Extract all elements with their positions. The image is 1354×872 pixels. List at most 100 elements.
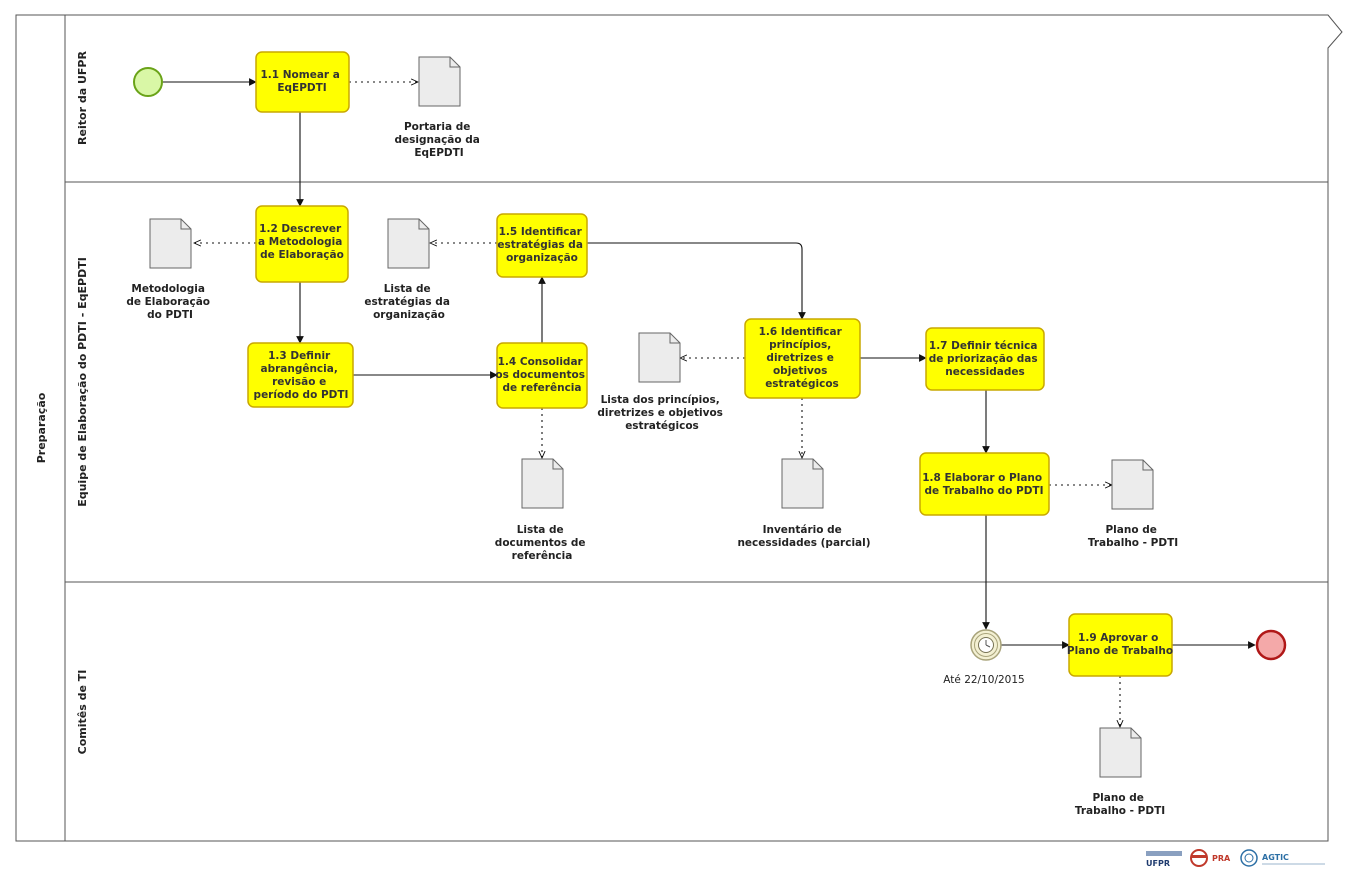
pool-label: Preparação — [35, 392, 48, 463]
document-icon — [418, 56, 461, 107]
task-1-3-line: revisão e — [272, 376, 326, 388]
svg-text:1.2 Descrever a Metodolo: 1.2 Descrever a Metodologia de Elaboraçã… — [258, 223, 346, 261]
svg-text:Inventário de necessidad: Inventário de necessidades (parcial) — [737, 524, 870, 549]
task-1-6-line: objetivos — [773, 365, 827, 377]
lane-label-equipe: Equipe de Elaboração do PDTI - EqEPDTI — [76, 257, 89, 507]
document-icon — [638, 332, 681, 383]
task-1-1-line: 1.1 Nomear a — [261, 69, 340, 81]
document-fold — [1130, 728, 1141, 739]
svg-text:1.7 Definir técnica de p: 1.7 Definir técnica de priorização das n… — [929, 340, 1041, 378]
task-1-9-line: 1.9 Aprovar o — [1078, 632, 1158, 644]
clock-hand-minute — [985, 644, 991, 648]
data-object-referencia[interactable]: Lista de documentos de referência — [495, 458, 589, 562]
start-event[interactable] — [133, 67, 163, 97]
task-1-2-line: a Metodologia — [258, 236, 342, 248]
task-1-1[interactable]: 1.1 Nomear a EqEPDTI — [255, 51, 350, 113]
ufpr-logo-text: UFPR — [1146, 859, 1170, 868]
document-fold — [1142, 460, 1153, 471]
task-1-5-line: estratégias da — [497, 239, 583, 251]
document-icon — [1111, 459, 1154, 510]
task-1-4-line: os documentos — [495, 369, 585, 381]
logo-agtic: AGTIC — [1240, 849, 1325, 867]
document-fold — [812, 459, 823, 470]
task-1-7[interactable]: 1.7 Definir técnica de priorização das n… — [925, 327, 1045, 391]
document-fold — [669, 333, 680, 344]
task-1-1-line: EqEPDTI — [277, 82, 326, 94]
svg-text:1.5 Identificar estratég: 1.5 Identificar estratégias da organizaç… — [497, 226, 586, 264]
data-object-portaria[interactable]: Portaria de designação da EqEPDTI — [395, 56, 484, 159]
task-1-9-line: Plano de Trabalho — [1067, 645, 1173, 657]
doc-principios-line: estratégicos — [625, 420, 699, 432]
task-1-3-line: abrangência, — [260, 363, 337, 375]
timer-event[interactable] — [970, 629, 1002, 661]
data-object-principios[interactable]: Lista dos princípios, diretrizes e objet… — [597, 332, 726, 432]
task-1-9[interactable]: 1.9 Aprovar o Plano de Trabalho — [1067, 613, 1173, 677]
task-1-7-line: de priorização das — [929, 353, 1038, 365]
svg-text:Metodologia de Elaboraçã: Metodologia de Elaboração do PDTI — [126, 283, 213, 321]
document-fold — [180, 219, 191, 230]
doc-plano1-line: Plano de — [1105, 524, 1156, 536]
doc-portaria-line: EqEPDTI — [414, 147, 463, 159]
doc-portaria-line: Portaria de — [404, 121, 470, 133]
agtic-logo-mark — [1240, 849, 1258, 867]
pra-logo-text: PRA — [1212, 854, 1231, 863]
svg-text:Plano de Trabalho - PDTI: Plano de Trabalho - PDTI — [1088, 524, 1178, 549]
svg-text:Portaria de designação d: Portaria de designação da EqEPDTI — [395, 121, 484, 159]
task-1-8[interactable]: 1.8 Elaborar o Plano de Trabalho do PDTI — [919, 452, 1050, 516]
task-1-2-line: 1.2 Descrever — [259, 223, 342, 235]
end-event[interactable] — [1255, 629, 1287, 661]
svg-text:1.9 Aprovar o Plano de T: 1.9 Aprovar o Plano de Trabalho — [1067, 632, 1173, 657]
document-icon — [521, 458, 564, 509]
pra-logo-bar — [1191, 855, 1207, 858]
task-1-8-line: 1.8 Elaborar o Plano — [922, 472, 1042, 484]
doc-metodologia-line: Metodologia — [131, 283, 205, 295]
doc-plano1-line: Trabalho - PDTI — [1088, 537, 1178, 549]
doc-principios-line: diretrizes e objetivos — [597, 407, 723, 419]
doc-metodologia-line: do PDTI — [147, 309, 193, 321]
data-object-inventario[interactable]: Inventário de necessidades (parcial) — [737, 458, 871, 549]
svg-text:1.6 Identificar princípi: 1.6 Identificar princípios, diretrizes e… — [759, 326, 846, 390]
task-1-6-line: princípios, — [769, 339, 831, 351]
document-icon — [149, 218, 192, 269]
document-fold — [552, 459, 563, 470]
task-1-5[interactable]: 1.5 Identificar estratégias da organizaç… — [496, 213, 588, 278]
data-object-plano-trabalho-1[interactable]: Plano de Trabalho - PDTI — [1088, 459, 1178, 549]
svg-text:1.4 Consolidar os docume: 1.4 Consolidar os documentos de referênc… — [495, 356, 588, 394]
task-1-2-line: de Elaboração — [260, 249, 344, 261]
doc-inventario-line: necessidades (parcial) — [737, 537, 870, 549]
document-icon — [387, 218, 430, 269]
task-1-3-line: 1.3 Definir — [268, 350, 331, 362]
svg-text:Lista dos princípios, di: Lista dos princípios, diretrizes e objet… — [597, 394, 726, 432]
task-1-3[interactable]: 1.3 Definir abrangência, revisão e perío… — [247, 342, 354, 408]
data-object-metodologia[interactable]: Metodologia de Elaboração do PDTI — [126, 218, 213, 321]
doc-plano2-line: Trabalho - PDTI — [1075, 805, 1165, 817]
doc-estrategias-line: estratégias da — [364, 296, 450, 308]
doc-referencia-line: Lista de — [517, 524, 564, 536]
logo-pra: PRA — [1190, 849, 1231, 867]
task-1-6-line: 1.6 Identificar — [759, 326, 843, 338]
data-object-estrategias[interactable]: Lista de estratégias da organização — [364, 218, 453, 321]
svg-text:Lista de estratégias da: Lista de estratégias da organização — [364, 283, 453, 321]
timer-event-label: Até 22/10/2015 — [943, 674, 1024, 686]
svg-text:1.1 Nomear a EqEPDTI: 1.1 Nomear a EqEPDTI — [261, 69, 344, 94]
doc-metodologia-line: de Elaboração — [126, 296, 210, 308]
task-1-5-line: organização — [506, 252, 578, 264]
doc-portaria-line: designação da — [395, 134, 480, 146]
task-1-6-line: diretrizes e — [766, 352, 833, 364]
svg-text:Plano de Trabalho - PDTI: Plano de Trabalho - PDTI — [1075, 792, 1165, 817]
task-1-7-line: 1.7 Definir técnica — [929, 340, 1038, 352]
task-1-2[interactable]: 1.2 Descrever a Metodologia de Elaboraçã… — [255, 205, 349, 283]
task-1-4-line: 1.4 Consolidar — [498, 356, 584, 368]
task-1-6[interactable]: 1.6 Identificar princípios, diretrizes e… — [744, 318, 861, 399]
task-1-3-line: período do PDTI — [254, 389, 349, 401]
doc-plano2-line: Plano de — [1092, 792, 1143, 804]
svg-text:1.8 Elaborar o Plano de: 1.8 Elaborar o Plano de Trabalho do PDTI — [922, 472, 1046, 497]
task-1-4-line: de referência — [503, 382, 582, 394]
logo-ufpr: UFPR — [1146, 851, 1182, 868]
doc-principios-line: Lista dos princípios, — [601, 394, 720, 406]
data-object-plano-trabalho-2[interactable]: Plano de Trabalho - PDTI — [1075, 727, 1165, 817]
doc-estrategias-line: Lista de — [384, 283, 431, 295]
doc-referencia-line: documentos de — [495, 537, 586, 549]
task-1-4[interactable]: 1.4 Consolidar os documentos de referênc… — [495, 342, 588, 409]
